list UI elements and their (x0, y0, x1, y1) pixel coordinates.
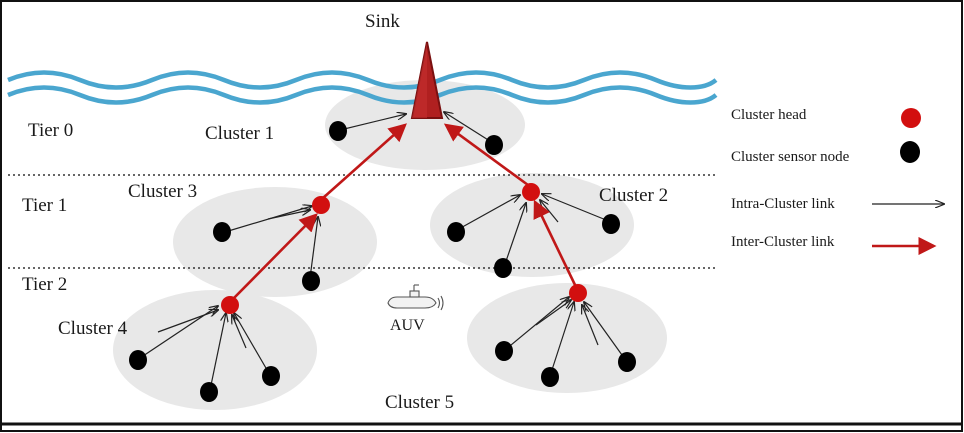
auv-label: AUV (390, 317, 425, 334)
submarine-icon (387, 284, 444, 311)
sink-label: Sink (365, 11, 400, 32)
cluster-head (569, 284, 587, 302)
cluster-head (312, 196, 330, 214)
cluster-3-label: Cluster 3 (128, 181, 197, 202)
inter-cluster-links (231, 123, 578, 301)
cluster-5-region (467, 283, 667, 393)
sensor-node (200, 382, 218, 402)
cluster-head (221, 296, 239, 314)
cluster-1-label: Cluster 1 (205, 123, 274, 144)
legend-cluster-head-marker (901, 108, 921, 128)
sensor-node (129, 350, 147, 370)
sensor-node (494, 258, 512, 278)
cluster-3-region (173, 187, 377, 297)
cluster-4-label: Cluster 4 (58, 318, 128, 339)
tier-2-label: Tier 2 (22, 274, 67, 295)
cluster-2-label: Cluster 2 (599, 185, 668, 206)
cluster-heads (221, 183, 587, 314)
legend-cluster-head-label: Cluster head (731, 107, 807, 123)
sensor-node (447, 222, 465, 242)
tier-0-label: Tier 0 (28, 120, 73, 141)
sensor-node (541, 367, 559, 387)
cluster-regions (113, 80, 667, 410)
sink (410, 41, 444, 119)
sensor-node (302, 271, 320, 291)
legend-intra-link-label: Intra-Cluster link (731, 196, 835, 212)
cluster-head (522, 183, 540, 201)
sensor-node (262, 366, 280, 386)
legend-sensor-node-label: Cluster sensor node (731, 149, 850, 165)
cluster-2-region (430, 173, 634, 277)
legend-inter-link-label: Inter-Cluster link (731, 234, 835, 250)
legend: Cluster head Cluster sensor node Intra-C… (731, 107, 944, 256)
sensor-node (485, 135, 503, 155)
water-surface (7, 70, 718, 105)
sensor-nodes (129, 121, 636, 402)
sensor-node (602, 214, 620, 234)
cluster-5-label: Cluster 5 (385, 392, 454, 413)
sensor-node (495, 341, 513, 361)
sensor-node (213, 222, 231, 242)
tier-1-label: Tier 1 (22, 195, 67, 216)
legend-sensor-node-marker (900, 141, 920, 163)
sensor-node (618, 352, 636, 372)
sensor-node (329, 121, 347, 141)
